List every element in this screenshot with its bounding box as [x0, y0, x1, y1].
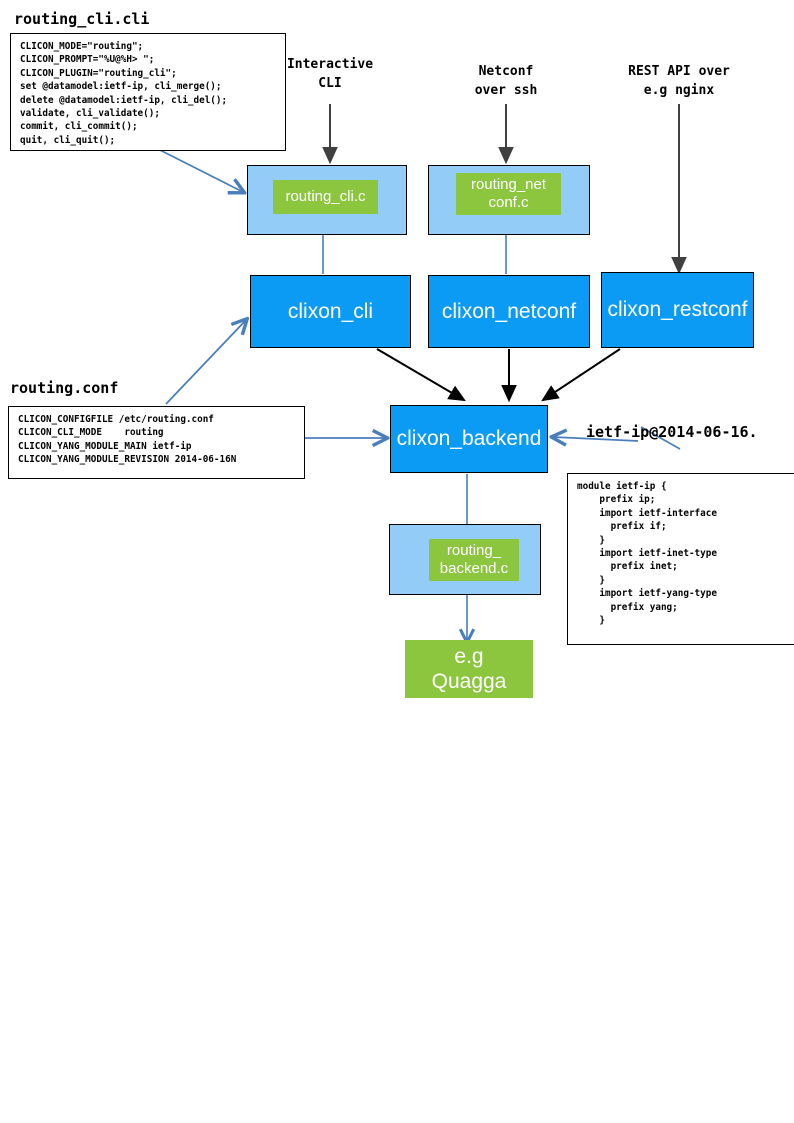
conf-file-box: CLICON_CONFIGFILE /etc/routing.conf CLIC… [8, 406, 305, 479]
plugin-routing-backend-c: routing_ backend.c [429, 539, 519, 581]
annotation-interactive-cli: Interactive CLI [286, 57, 374, 91]
arrow-restconf-to-backend [541, 348, 621, 402]
routing-daemon-quagga: e.g Quagga [405, 640, 533, 698]
arrow-conf-to-cli [165, 320, 246, 405]
cli-file-code: CLICON_MODE="routing"; CLICON_PROMPT="%U… [20, 41, 228, 146]
cli-plugin-container: routing_cli.c [247, 165, 407, 235]
cli-file-title: routing_cli.cli [14, 10, 150, 28]
annotation-netconf-ssh: Netconf over ssh [474, 64, 538, 98]
yang-file-box: module ietf-ip { prefix ip; import ietf-… [567, 473, 794, 645]
conf-file-title: routing.conf [10, 379, 119, 397]
backend-plugin-container: routing_ backend.c [389, 524, 541, 595]
conf-file-code: CLICON_CONFIGFILE /etc/routing.conf CLIC… [18, 414, 237, 466]
yang-file-title: ietf-ip@2014-06-16. [586, 423, 758, 441]
yang-file-code: module ietf-ip { prefix ip; import ietf-… [577, 481, 717, 627]
daemon-clixon-restconf[interactable]: clixon_restconf [601, 272, 754, 348]
plugin-routing-cli-c: routing_cli.c [273, 180, 378, 214]
daemon-clixon-backend[interactable]: clixon_backend [390, 405, 548, 473]
cli-file-box: CLICON_MODE="routing"; CLICON_PROMPT="%U… [10, 33, 286, 151]
arrow-cli-to-backend [376, 348, 466, 402]
annotation-rest-api: REST API over e.g nginx [628, 64, 730, 98]
netconf-plugin-container: routing_net conf.c [428, 165, 590, 235]
arrow-cli-file-to-plugin [151, 145, 243, 192]
daemon-clixon-netconf[interactable]: clixon_netconf [428, 275, 590, 348]
plugin-routing-netconf-c: routing_net conf.c [456, 173, 561, 215]
daemon-clixon-cli[interactable]: clixon_cli [250, 275, 411, 348]
